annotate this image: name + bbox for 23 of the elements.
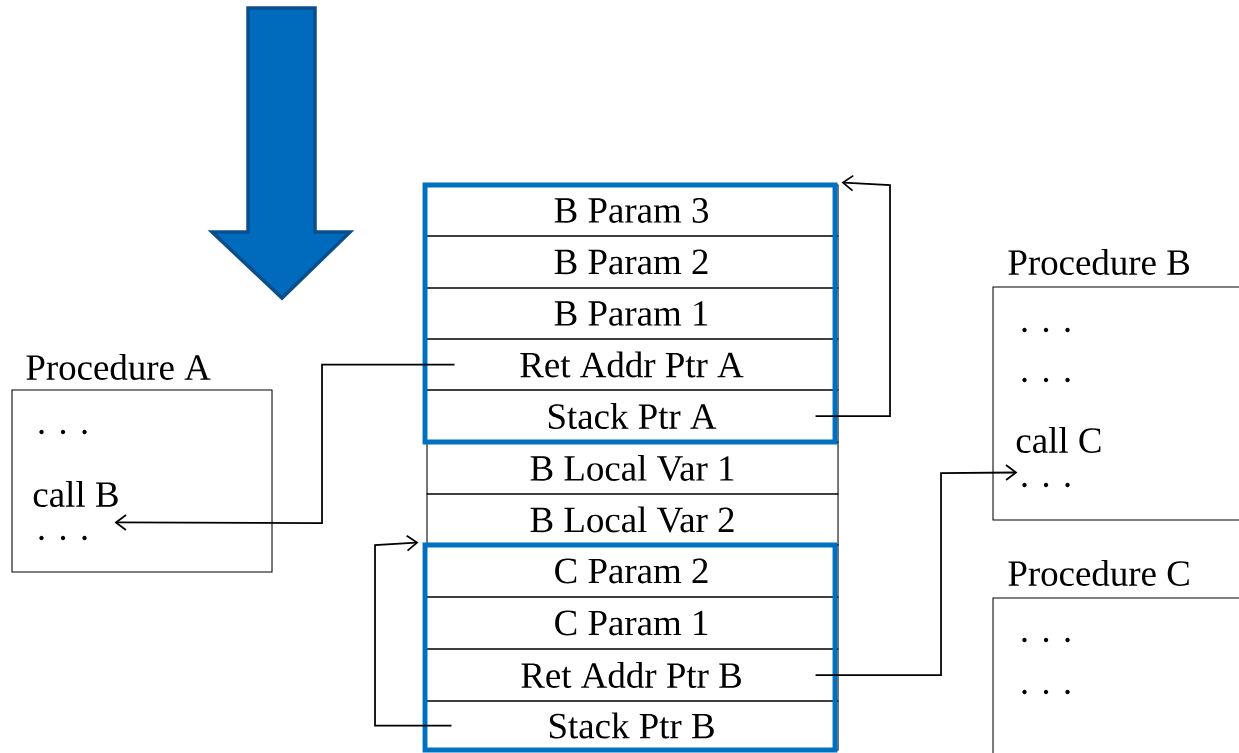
procedure-box: Procedure A · · · call B · · ·	[11, 354, 273, 573]
arrow	[114, 363, 456, 531]
stack-cell: B Local Var 1	[426, 441, 839, 495]
arrow	[374, 534, 453, 727]
stack-cell: B Local Var 2	[426, 493, 839, 546]
stack-cell: B Param 1	[424, 287, 839, 340]
node-label: Procedure B	[1008, 249, 1190, 275]
arrow	[814, 174, 891, 417]
arrow	[814, 464, 1018, 676]
procedure-box: Procedure C · · · · · ·	[992, 560, 1239, 753]
stack-cell: B Param 2	[424, 235, 839, 289]
stack-cell: Ret Addr Ptr B	[424, 648, 839, 702]
stack-cell: Ret Addr Ptr A	[424, 338, 839, 391]
stack-cell: C Param 1	[424, 596, 839, 650]
frame-outline	[422, 542, 838, 753]
stack-cell: Stack Ptr B	[424, 700, 839, 751]
node-label: Procedure A	[26, 354, 211, 380]
procedure-box: Procedure B · · · · · · call C · · ·	[992, 249, 1239, 521]
stack-cell: C Param 2	[424, 544, 839, 598]
frame-outline	[422, 182, 838, 445]
stack-cell: B Param 3	[424, 184, 839, 237]
stack-cell: Stack Ptr A	[424, 389, 839, 443]
node-label: Procedure C	[1008, 560, 1189, 586]
